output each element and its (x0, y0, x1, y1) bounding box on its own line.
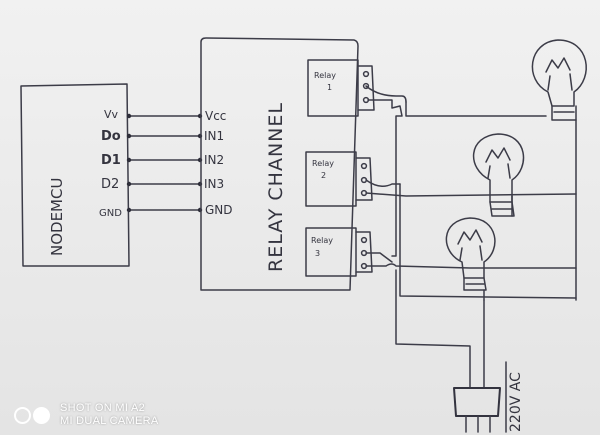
camera-logo-icon (14, 406, 50, 424)
relay-pin-vcc: Vcc (205, 109, 226, 123)
relay-pin-in1: IN1 (204, 129, 224, 143)
relay-pin-in2: IN2 (204, 153, 224, 167)
relay-2: Relay 2 (305, 151, 373, 207)
relay-board-pins: Vcc IN1 IN2 IN3 GND (204, 109, 233, 217)
relay-1: Relay 1 (307, 59, 375, 117)
bulb-2 (473, 133, 525, 217)
signal-wires (126, 113, 203, 213)
relay-1-number: 1 (327, 83, 332, 92)
nodemcu-pin-d2: D2 (101, 177, 119, 192)
relay-board-label: RELAY CHANNEL (265, 102, 287, 272)
ac-plug (453, 387, 501, 433)
bulb-1 (531, 39, 587, 121)
watermark-line-1: SHOT ON MI A2 (60, 402, 145, 414)
nodemcu-label: NODEMCU (48, 178, 66, 256)
relay-board: RELAY CHANNEL (200, 37, 359, 291)
nodemcu-module: NODEMCU (20, 83, 130, 267)
camera-watermark: SHOT ON MI A2 MI DUAL CAMERA (14, 402, 159, 428)
relay-1-label: Relay (314, 71, 336, 80)
relay-2-label: Relay (312, 159, 334, 168)
relay-3: Relay 3 (305, 227, 373, 277)
watermark-text: SHOT ON MI A2 MI DUAL CAMERA (60, 402, 159, 428)
nodemcu-pin-vv: Vv (104, 108, 119, 121)
nodemcu-pin-gnd: GND (99, 208, 122, 219)
relay-pin-in3: IN3 (204, 177, 224, 191)
relay-3-label: Relay (311, 236, 333, 245)
watermark-line-2: MI DUAL CAMERA (60, 415, 159, 427)
supply-label: 220V AC (508, 372, 524, 432)
lens-dot-icon (33, 406, 50, 424)
relay-pin-gnd: GND (205, 203, 233, 217)
nodemcu-pin-d1: D1 (101, 153, 121, 168)
relay-2-number: 2 (321, 171, 326, 180)
lens-ring-icon (14, 406, 31, 424)
relay-3-number: 3 (315, 249, 320, 258)
nodemcu-pins: Vv Do D1 D2 GND (99, 108, 122, 219)
bulb-wires (395, 119, 577, 389)
bulb-3 (445, 217, 496, 291)
nodemcu-pin-d0: Do (101, 129, 121, 144)
relay-common-wires (365, 85, 577, 299)
